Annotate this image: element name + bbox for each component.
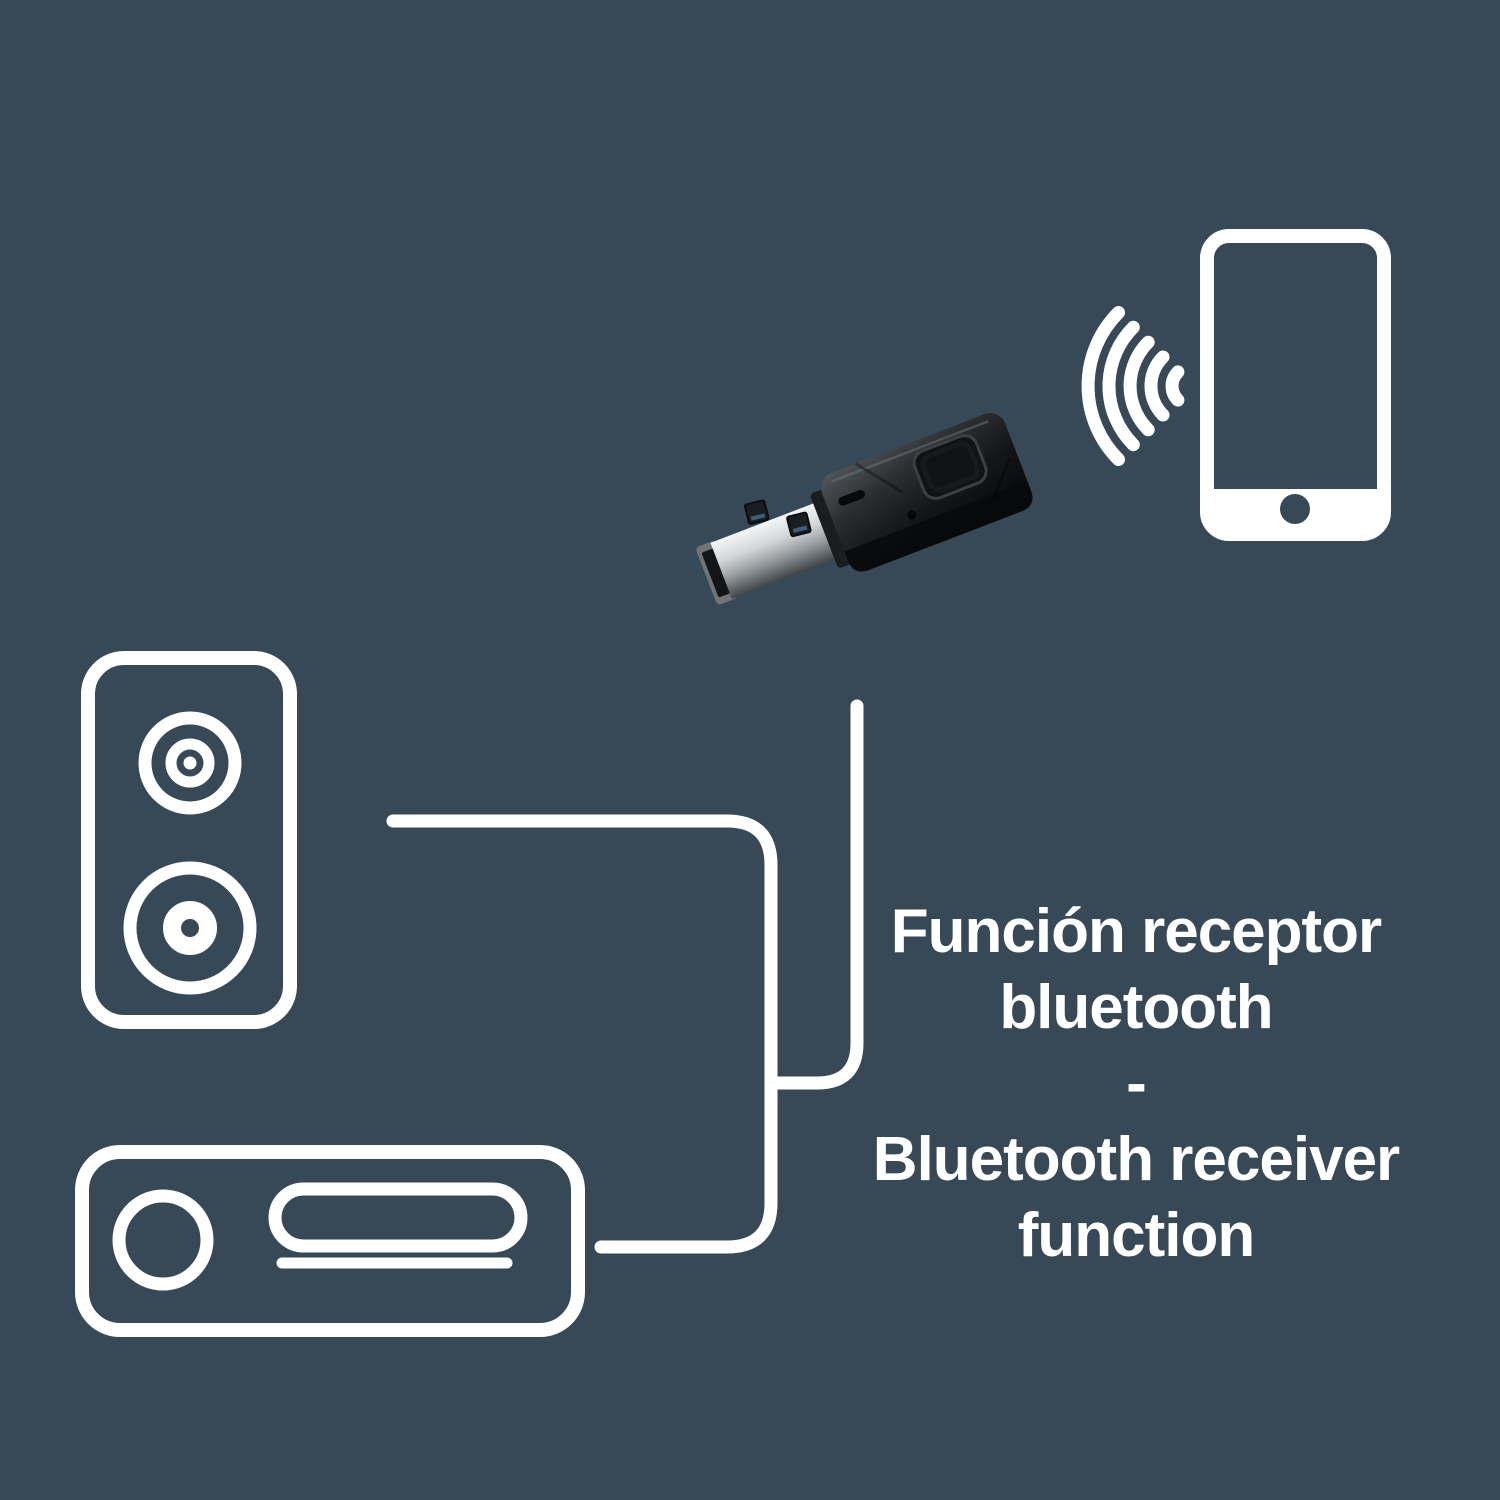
caption-line-spanish-1: Función receptor <box>890 897 1382 966</box>
smartphone-icon <box>1200 229 1391 541</box>
wave-5 <box>1081 306 1125 466</box>
usb-pairing-button <box>912 434 988 500</box>
car-stereo-icon <box>75 1145 585 1337</box>
speaker-tweeter-outer <box>138 711 242 815</box>
caption-line-spanish-2: bluetooth <box>999 973 1273 1042</box>
usb-hole-1 <box>743 499 770 525</box>
stereo-chassis <box>75 1145 585 1337</box>
usb-collar <box>810 489 853 568</box>
wireless-waves-icon <box>1081 306 1185 466</box>
usb-hole-2 <box>786 511 812 538</box>
speaker-tweeter-dot <box>183 756 197 770</box>
usb-plug-opening <box>702 548 731 598</box>
wave-1 <box>1165 365 1185 407</box>
speaker-woofer-outer <box>123 861 257 995</box>
connector-line-adapter <box>771 699 864 1090</box>
usb-pairing-button-inner <box>920 441 980 493</box>
wave-4 <box>1102 320 1140 452</box>
speaker-icon <box>81 651 297 1029</box>
stereo-slot <box>268 1182 528 1253</box>
caption-separator: - <box>1126 1049 1147 1118</box>
usb-hole-2-contact <box>792 525 808 533</box>
connector-line-speaker-stereo <box>386 814 778 1254</box>
usb-mic-slot <box>838 489 866 506</box>
caption-block: Función receptor bluetooth - Bluetooth r… <box>786 894 1486 1274</box>
usb-body-grooves <box>854 457 1012 500</box>
wave-2 <box>1144 350 1170 422</box>
phone-home-button <box>1280 494 1310 524</box>
phone-outline <box>1200 229 1391 541</box>
usb-plug-holes <box>743 499 812 538</box>
speaker-tweeter-ring <box>165 738 215 788</box>
usb-led-hole <box>907 510 917 520</box>
speaker-cabinet <box>81 651 297 1029</box>
stereo-knob <box>112 1189 214 1291</box>
usb-body-underside <box>844 481 1033 572</box>
caption-line-english-2: function <box>1017 1201 1256 1270</box>
usb-hole-1-contact <box>750 513 766 521</box>
speaker-woofer-ring <box>163 901 217 955</box>
usb-bluetooth-adapter-image <box>696 413 1033 605</box>
wave-3 <box>1123 335 1155 437</box>
usb-body-bevel <box>831 420 989 483</box>
caption-line-english-1: Bluetooth receiver <box>872 1125 1400 1194</box>
